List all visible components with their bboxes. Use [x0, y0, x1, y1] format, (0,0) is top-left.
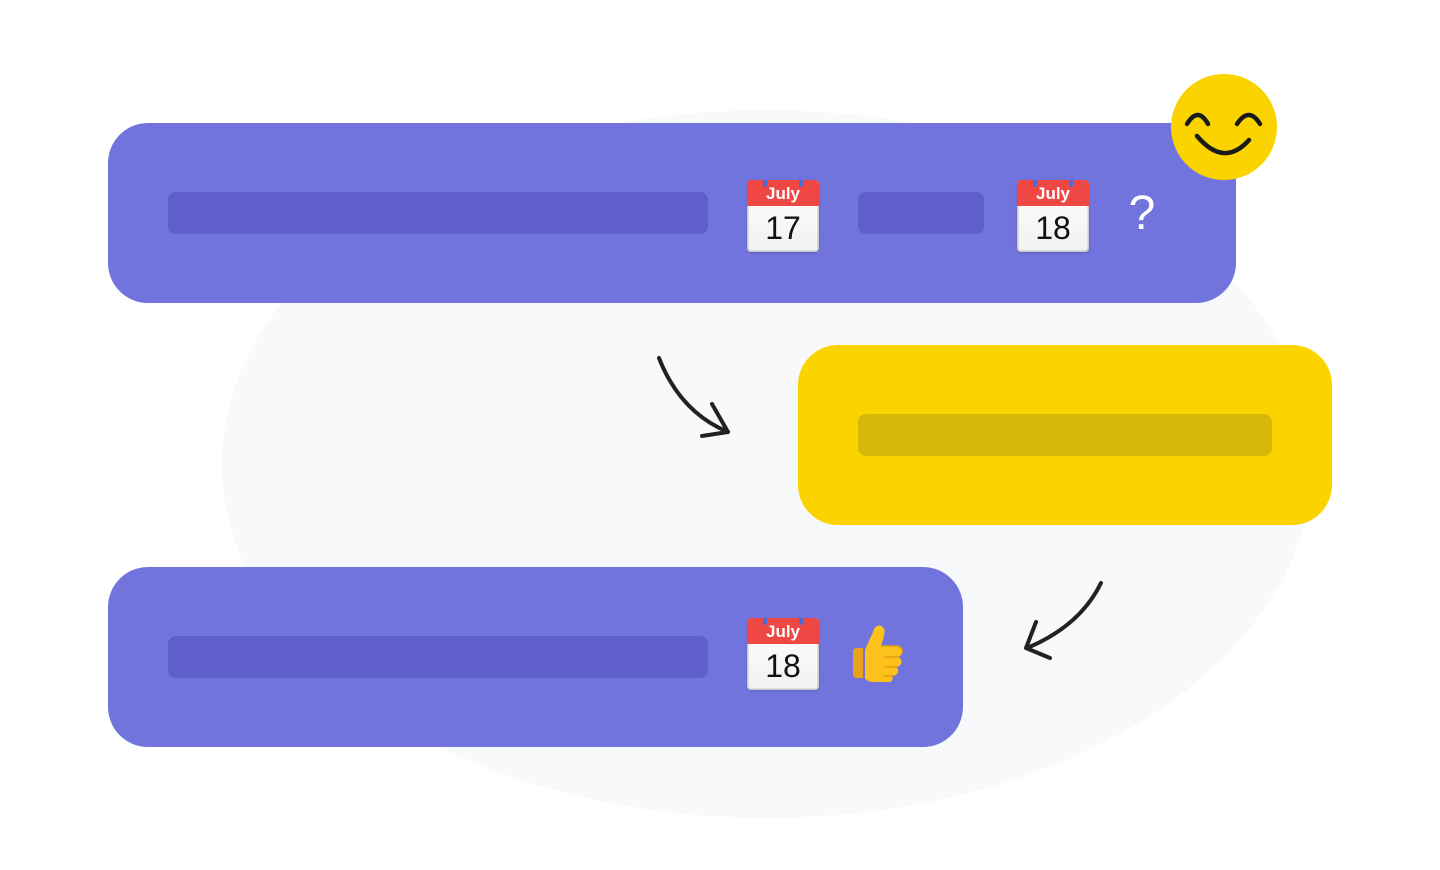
calendar-icon-july-18-confirmed: July 18 [747, 618, 819, 690]
calendar-icon-july-17: July 17 [747, 180, 819, 252]
message-placeholder-bar-yellow [858, 414, 1272, 456]
calendar-day: 18 [1035, 210, 1071, 246]
calendar-month: July [1017, 180, 1089, 206]
message-placeholder-bar-short [858, 192, 984, 234]
thumbs-up-icon [853, 625, 903, 682]
calendar-day: 18 [765, 648, 801, 684]
message-placeholder-bar-bottom [168, 636, 708, 678]
calendar-month: July [747, 618, 819, 644]
calendar-icon-july-18: July 18 [1017, 180, 1089, 252]
question-mark: ? [1128, 187, 1156, 240]
calendar-day: 17 [765, 210, 801, 246]
message-placeholder-bar-long [168, 192, 708, 234]
calendar-month: July [747, 180, 819, 206]
smiley-face-icon [1171, 74, 1277, 180]
